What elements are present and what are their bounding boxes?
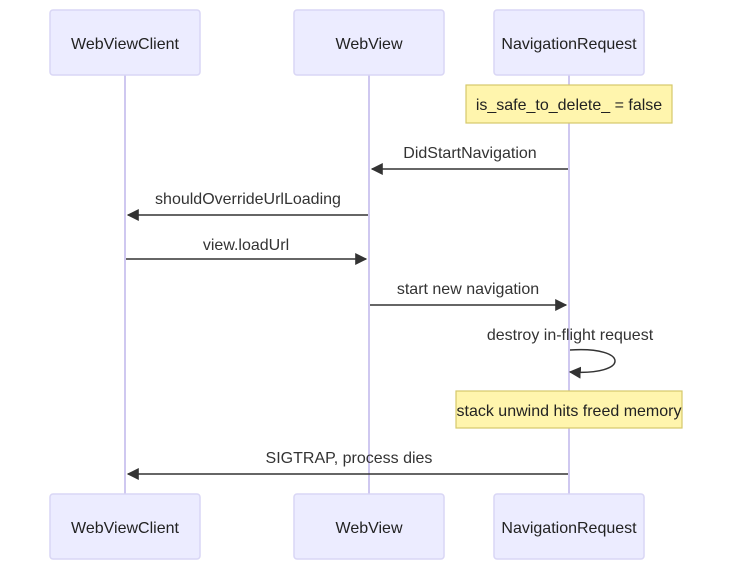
self-message-arrow: [568, 348, 616, 379]
message-label: DidStartNavigation: [403, 145, 536, 162]
actor-top-navigationrequest: NavigationRequest: [493, 9, 645, 76]
message-sigtrap: SIGTRAP, process dies: [126, 450, 568, 480]
message-destroy-in-flight-request: destroy in-flight request: [487, 327, 654, 379]
message-label: shouldOverrideUrlLoading: [155, 191, 341, 208]
actor-top-webview: WebView: [293, 9, 445, 76]
message-label: start new navigation: [397, 281, 539, 298]
actor-top-webviewclient: WebViewClient: [49, 9, 201, 76]
actor-label: WebView: [336, 36, 403, 53]
actor-label: NavigationRequest: [501, 520, 637, 537]
note-text: stack unwind hits freed memory: [457, 403, 682, 420]
actor-label: WebViewClient: [71, 36, 179, 53]
message-view-load-url: view.loadUrl: [126, 237, 368, 265]
note-safe-to-delete: is_safe_to_delete_ = false: [465, 84, 673, 124]
message-label: view.loadUrl: [203, 237, 289, 254]
actor-bottom-webviewclient: WebViewClient: [49, 493, 201, 560]
message-should-override-url-loading: shouldOverrideUrlLoading: [126, 191, 368, 221]
message-did-start-navigation: DidStartNavigation: [370, 145, 568, 175]
message-label: SIGTRAP, process dies: [266, 450, 433, 467]
message-label: destroy in-flight request: [487, 327, 654, 344]
note-text: is_safe_to_delete_ = false: [476, 97, 662, 114]
actor-bottom-navigationrequest: NavigationRequest: [493, 493, 645, 560]
actor-label: NavigationRequest: [501, 36, 637, 53]
actor-label: WebView: [336, 520, 403, 537]
note-stack-unwind: stack unwind hits freed memory: [455, 390, 683, 429]
actor-label: WebViewClient: [71, 520, 179, 537]
message-start-new-navigation: start new navigation: [370, 281, 568, 311]
actor-bottom-webview: WebView: [293, 493, 445, 560]
